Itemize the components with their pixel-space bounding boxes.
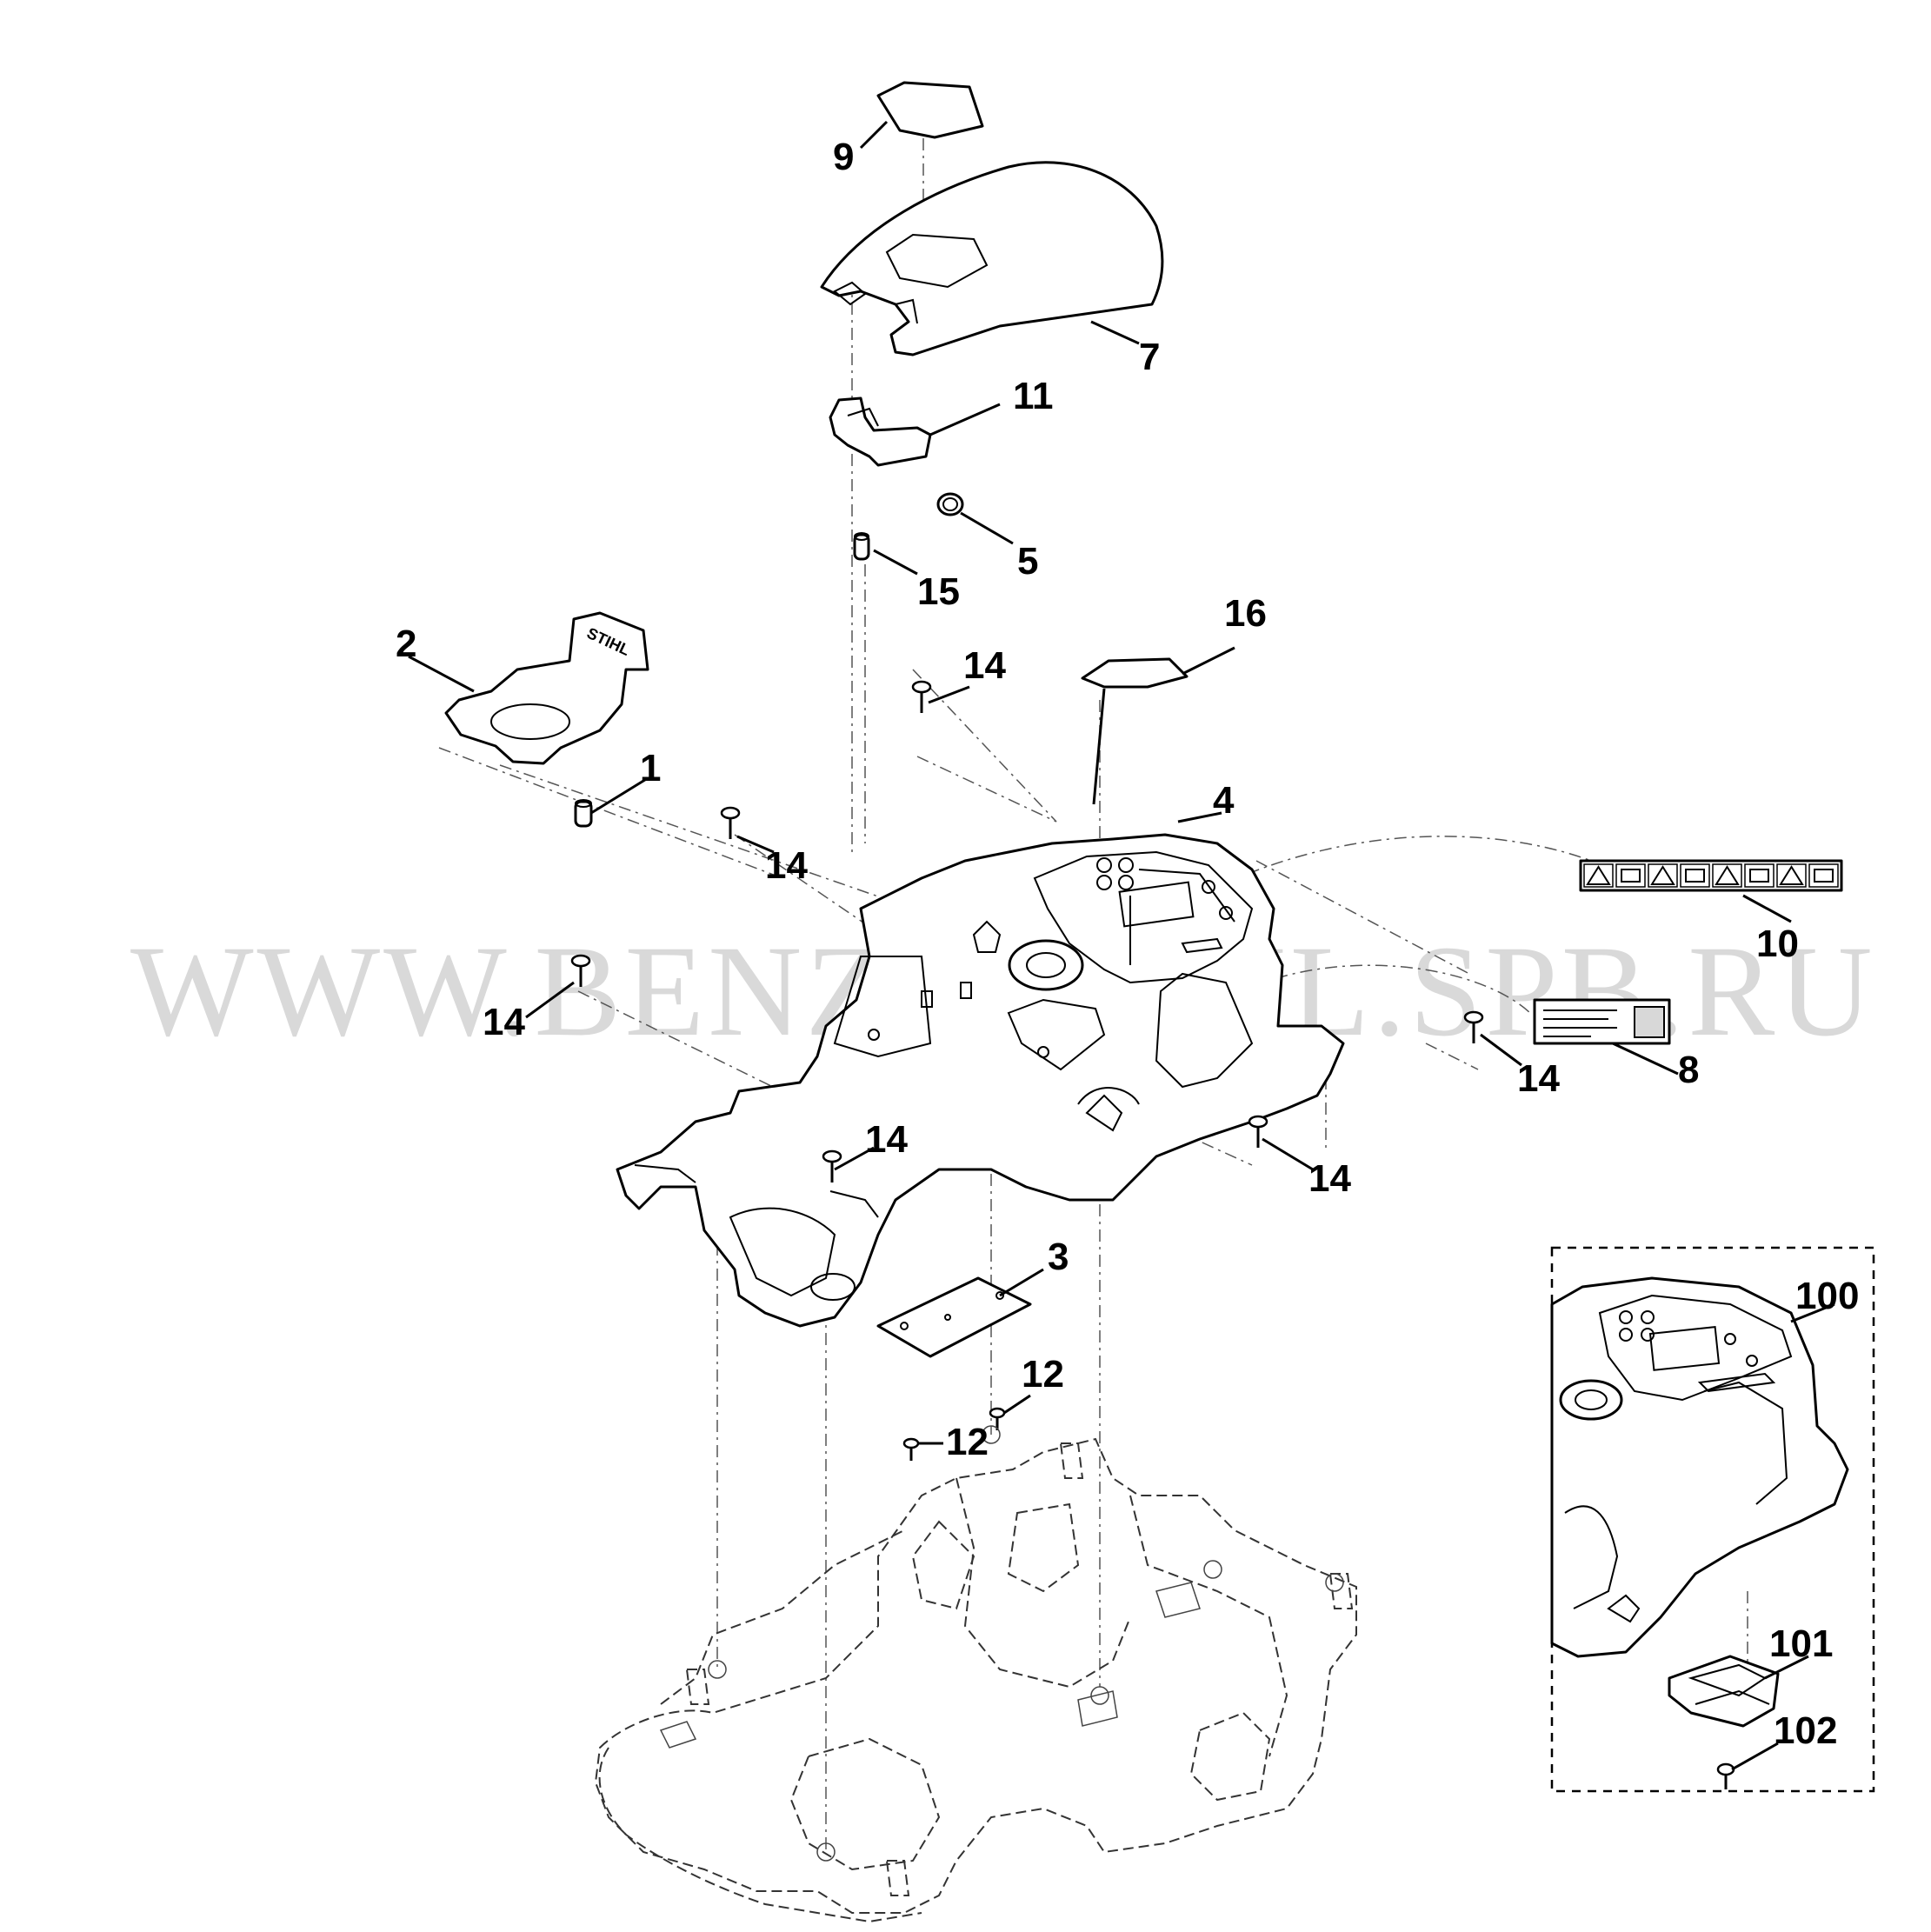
warning-icon	[1648, 863, 1678, 888]
callout-1: 1	[640, 747, 661, 789]
inset-detail-box	[1550, 1246, 1875, 1793]
screw-14a	[911, 680, 932, 713]
warning-icon	[1583, 863, 1614, 888]
child-icon	[1744, 863, 1775, 888]
callout-14-e: 14	[1308, 1157, 1351, 1200]
part-101-cover	[1668, 1655, 1780, 1728]
part-7-top-cover	[820, 161, 1164, 356]
screw-14d	[822, 1149, 842, 1183]
distance-icon	[1680, 863, 1710, 888]
callout-12-a: 12	[1022, 1353, 1064, 1396]
screw-14b	[720, 806, 741, 839]
part-3-cover-plate	[876, 1276, 1032, 1358]
callout-102: 102	[1774, 1709, 1837, 1752]
callout-5: 5	[1017, 540, 1038, 583]
warning-icon	[1776, 863, 1807, 888]
warning-icon	[1712, 863, 1742, 888]
callout-10: 10	[1756, 923, 1799, 965]
part-4-main-housing	[616, 833, 1345, 1328]
part-1-pin	[574, 799, 593, 828]
callout-3: 3	[1048, 1236, 1069, 1278]
callout-9: 9	[833, 136, 854, 178]
part-14-screws	[570, 680, 1484, 1183]
callout-100: 100	[1795, 1275, 1859, 1317]
callout-14-f: 14	[1517, 1057, 1560, 1100]
screw-14c	[570, 954, 591, 987]
screw-14e	[1248, 1115, 1268, 1148]
callout-101: 101	[1769, 1622, 1833, 1665]
manual-icon	[1615, 863, 1646, 888]
callout-4: 4	[1213, 779, 1235, 822]
part-16-tag	[1081, 657, 1189, 805]
callout-12-b: 12	[946, 1421, 989, 1463]
part-8-rating-label	[1533, 998, 1671, 1045]
leader-lines	[408, 120, 1835, 1771]
callout-14-d: 14	[865, 1118, 908, 1161]
callout-8: 8	[1678, 1049, 1699, 1091]
callout-16: 16	[1224, 592, 1267, 635]
screw-14f	[1463, 1010, 1484, 1043]
callout-14-a: 14	[963, 644, 1006, 687]
callout-14-b: 14	[765, 844, 808, 887]
part-15-pin	[853, 532, 870, 561]
part-10-warning-label	[1579, 859, 1843, 892]
callout-2: 2	[396, 623, 416, 665]
chassis-base-outline	[594, 1425, 1357, 1923]
part-11-latch	[829, 396, 932, 467]
blade-icon	[1808, 863, 1839, 888]
part-9-label	[876, 81, 984, 139]
part-102-screw	[1716, 1762, 1735, 1789]
part-2-mount-plate: STIHL	[444, 611, 649, 765]
callout-7: 7	[1139, 336, 1160, 378]
part-5-spring	[936, 492, 964, 516]
callout-labels: 9 7 11 5 15 2 16 14 1 4 14 10 14 14 8 14…	[396, 136, 1859, 1752]
callout-15: 15	[917, 570, 960, 613]
callout-11: 11	[1013, 375, 1054, 417]
callout-14-c: 14	[483, 1001, 525, 1043]
